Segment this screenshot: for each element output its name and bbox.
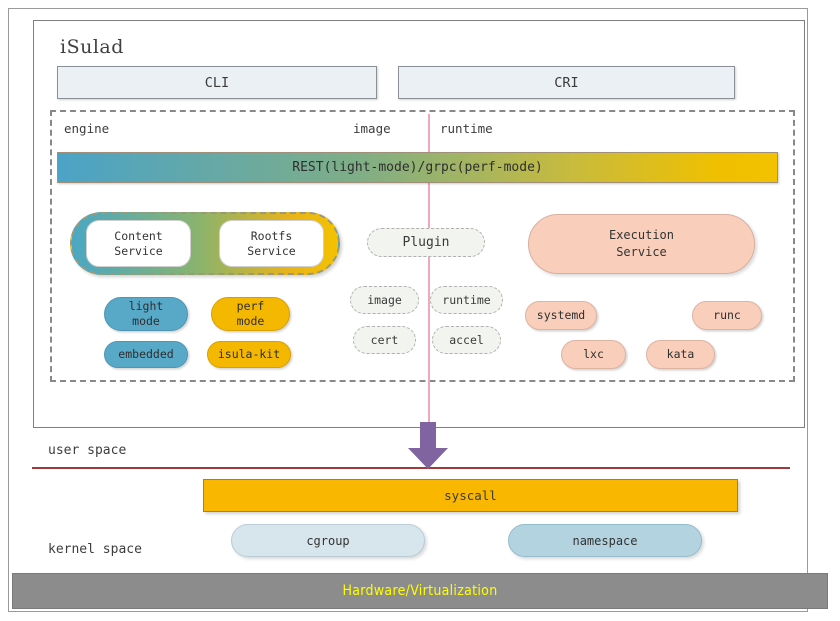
plugin-item-image-label: image: [367, 293, 402, 307]
interface-label-cli: CLI: [204, 74, 230, 91]
service-card-content-line2: Service: [114, 243, 163, 258]
mode-pill-isula-kit[interactable]: isula-kit: [207, 341, 291, 368]
zone-label-image: image: [353, 121, 391, 136]
execution-service-box[interactable]: Execution Service: [528, 214, 755, 274]
mode-pill-light[interactable]: light mode: [104, 297, 188, 331]
plugin-item-accel-label: accel: [449, 333, 484, 347]
down-arrow-icon: [408, 422, 448, 469]
column-divider-line: [428, 114, 430, 425]
mode-pill-embedded[interactable]: embedded: [104, 341, 188, 368]
plugin-item-image[interactable]: image: [350, 286, 419, 314]
user-kernel-divider: [32, 467, 790, 469]
syscall-bar: syscall: [203, 479, 738, 512]
plugin-item-cert-label: cert: [370, 333, 399, 347]
service-card-rootfs-line2: Service: [247, 243, 296, 258]
mode-pill-light-line2: mode: [132, 314, 160, 328]
hardware-label: Hardware/Virtualization: [342, 583, 498, 599]
mode-pill-perf-line1: perf: [236, 299, 265, 314]
kernel-space-label: kernel space: [48, 542, 142, 557]
mode-pill-perf-line2: mode: [236, 314, 265, 328]
execution-service-line1: Execution: [608, 228, 675, 243]
interface-label-cri: CRI: [554, 74, 579, 91]
runtime-pill-kata[interactable]: kata: [646, 340, 715, 369]
zone-label-runtime: runtime: [440, 121, 493, 136]
plugin-item-cert[interactable]: cert: [353, 326, 416, 354]
rest-grpc-label: REST(light-mode)/grpc(perf-mode): [292, 160, 543, 175]
service-card-rootfs[interactable]: Rootfs Service: [219, 220, 324, 267]
plugin-item-runtime-label: runtime: [442, 293, 491, 307]
runtime-pill-runc-label: runc: [713, 308, 741, 323]
kernel-feature-cgroup[interactable]: cgroup: [231, 524, 425, 557]
mode-pill-light-line1: light: [128, 299, 164, 314]
user-space-label: user space: [48, 443, 127, 458]
mode-pill-perf[interactable]: perf mode: [211, 297, 290, 331]
plugin-item-accel[interactable]: accel: [432, 326, 501, 354]
plugin-item-runtime[interactable]: runtime: [430, 286, 503, 314]
syscall-label: syscall: [444, 488, 497, 503]
execution-service-line2: Service: [616, 245, 667, 259]
kernel-feature-namespace[interactable]: namespace: [508, 524, 702, 557]
runtime-pill-kata-label: kata: [666, 347, 695, 362]
runtime-pill-systemd[interactable]: systemd: [525, 301, 597, 330]
plugin-pill[interactable]: Plugin: [367, 228, 485, 257]
rest-grpc-bar: REST(light-mode)/grpc(perf-mode): [57, 152, 778, 183]
kernel-feature-namespace-label: namespace: [572, 533, 638, 548]
service-card-content-line1: Content: [114, 228, 163, 243]
kernel-feature-cgroup-label: cgroup: [306, 533, 350, 548]
runtime-pill-systemd-label: systemd: [536, 308, 586, 323]
service-card-rootfs-line1: Rootfs: [250, 228, 293, 243]
hardware-bar: Hardware/Virtualization: [12, 573, 828, 609]
mode-pill-embedded-label: embedded: [118, 347, 174, 362]
zone-label-engine: engine: [64, 121, 110, 136]
service-group-container: Content Service Rootfs Service: [70, 212, 340, 275]
interface-box-cli[interactable]: CLI: [57, 66, 377, 99]
runtime-pill-lxc[interactable]: lxc: [561, 340, 626, 369]
runtime-pill-lxc-label: lxc: [583, 347, 604, 362]
mode-pill-isula-kit-label: isula-kit: [217, 347, 281, 362]
diagram-title: iSulad: [60, 36, 124, 58]
runtime-pill-runc[interactable]: runc: [692, 301, 762, 330]
service-card-content[interactable]: Content Service: [86, 220, 191, 267]
plugin-label: Plugin: [402, 235, 450, 250]
interface-box-cri[interactable]: CRI: [398, 66, 735, 99]
core-dashed-region: [50, 110, 795, 382]
